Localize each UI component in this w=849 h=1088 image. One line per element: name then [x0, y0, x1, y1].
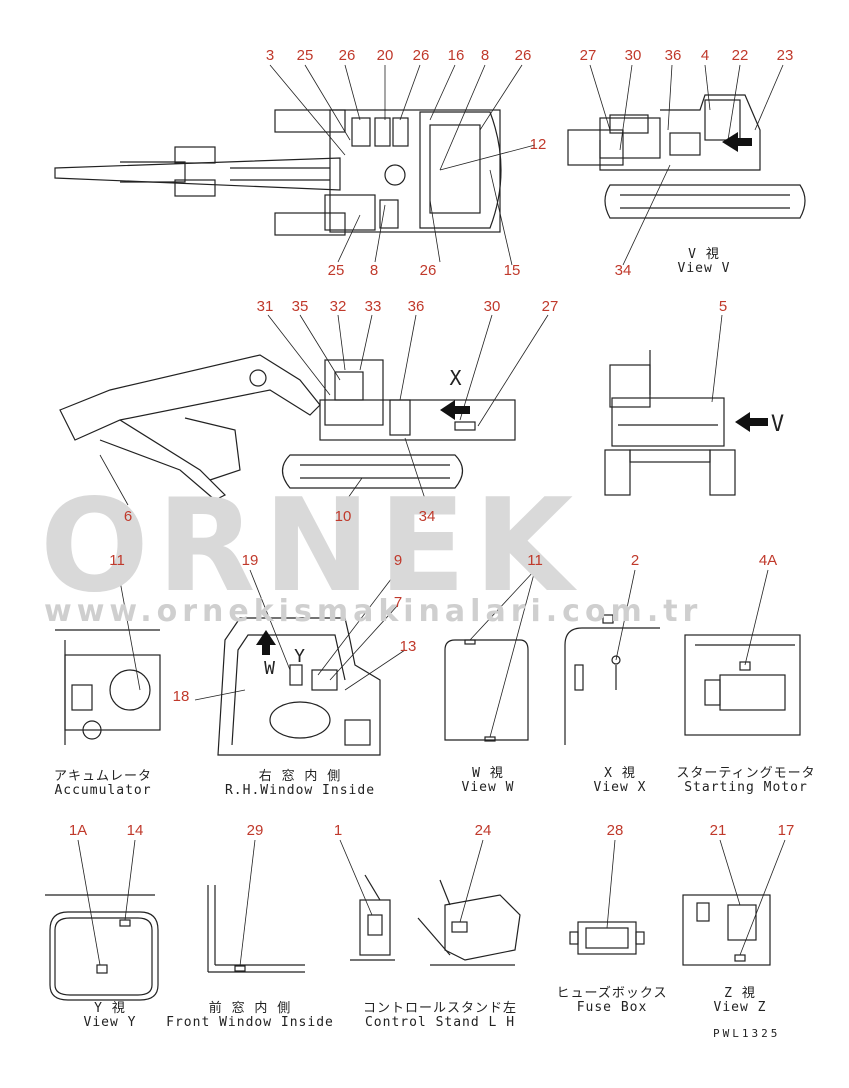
- caption-rh-window-en: R.H.Window Inside: [224, 783, 376, 798]
- callout-23: 23: [776, 47, 794, 64]
- callout-4: 4: [700, 47, 710, 64]
- caption-view-w-en: View W: [461, 780, 515, 795]
- view-z-drawing: [682, 894, 771, 966]
- callout-36: 36: [664, 47, 682, 64]
- caption-view-y-en: View Y: [83, 1015, 137, 1030]
- callout-27: 27: [579, 47, 597, 64]
- callout-28: 28: [606, 822, 624, 839]
- drawing-code: PWL1325: [713, 1027, 781, 1040]
- view-w-drawing: [444, 639, 529, 742]
- caption-view-w-jp: W 視: [472, 766, 504, 781]
- callout-34: 34: [614, 262, 632, 279]
- callout-35: 35: [291, 298, 309, 315]
- callout-13: 13: [399, 638, 417, 655]
- caption-view-v-en: View V: [677, 261, 731, 276]
- callout-7: 7: [393, 594, 403, 611]
- callout-10: 10: [334, 508, 352, 525]
- control-stand-drawing: [350, 874, 395, 961]
- view-x-drawing: [564, 614, 660, 745]
- callout-33: 33: [364, 298, 382, 315]
- side-view-drawing: [59, 354, 516, 501]
- caption-view-x-jp: X 視: [604, 766, 636, 781]
- callout-11: 11: [109, 552, 125, 569]
- callout-11: 11: [527, 552, 543, 569]
- caption-view-y-jp: Y 視: [94, 1001, 126, 1016]
- callout-2: 2: [630, 552, 640, 569]
- front-view-drawing: [604, 350, 736, 496]
- caption-front-window-en: Front Window Inside: [166, 1015, 334, 1030]
- mark-v: V: [770, 412, 786, 437]
- callout-26: 26: [412, 47, 430, 64]
- callout-1: 1: [333, 822, 343, 839]
- callout-9: 9: [393, 552, 403, 569]
- accumulator-drawing: [55, 629, 161, 745]
- front-window-drawing: [207, 885, 305, 973]
- callout-30: 30: [483, 298, 501, 315]
- callout-30: 30: [624, 47, 642, 64]
- callout-32: 32: [329, 298, 347, 315]
- mark-y: Y: [294, 646, 306, 667]
- callout-26: 26: [419, 262, 437, 279]
- caption-accumulator-en: Accumulator: [54, 783, 152, 798]
- callout-8: 8: [369, 262, 379, 279]
- callout-21: 21: [709, 822, 727, 839]
- callout-3: 3: [265, 47, 275, 64]
- caption-front-window-jp: 前 窓 内 側: [208, 1001, 292, 1016]
- callout-14: 14: [126, 822, 144, 839]
- callout-12: 12: [529, 136, 547, 153]
- callout-20: 20: [376, 47, 394, 64]
- view-y-drawing: [45, 894, 159, 1001]
- callout-34: 34: [418, 508, 436, 525]
- callout-22: 22: [731, 47, 749, 64]
- watermark-brand: ORNEK: [40, 472, 582, 621]
- caption-control-stand-en: Control Stand L H: [364, 1015, 516, 1030]
- view-v-drawing: [567, 94, 806, 219]
- callout-36: 36: [407, 298, 425, 315]
- callout-8: 8: [480, 47, 490, 64]
- caption-starting-motor-en: Starting Motor: [684, 780, 808, 795]
- control-stand-lh-drawing: [417, 879, 521, 966]
- arrows: [256, 132, 768, 655]
- callout-24: 24: [474, 822, 492, 839]
- callout-4A: 4A: [758, 552, 778, 569]
- callout-1A: 1A: [68, 822, 88, 839]
- caption-fuse-box-jp: ヒューズボックス: [556, 986, 668, 1001]
- caption-view-v-jp: V 視: [688, 247, 720, 262]
- caption-rh-window-jp: 右 窓 内 側: [258, 769, 342, 784]
- caption-view-z-en: View Z: [713, 1000, 767, 1015]
- callout-5: 5: [718, 298, 728, 315]
- callout-26: 26: [338, 47, 356, 64]
- rh-window-drawing: [217, 617, 381, 756]
- callout-18: 18: [172, 688, 190, 705]
- caption-control-stand-jp: コントロールスタンド左: [362, 1001, 518, 1016]
- callout-6: 6: [123, 508, 133, 525]
- callout-25: 25: [296, 47, 314, 64]
- mark-x: X: [449, 366, 463, 390]
- callout-16: 16: [447, 47, 465, 64]
- caption-starting-motor-jp: スターティングモータ: [676, 766, 816, 781]
- caption-fuse-box-en: Fuse Box: [576, 1000, 648, 1015]
- callout-27: 27: [541, 298, 559, 315]
- caption-view-z-jp: Z 視: [724, 986, 756, 1001]
- callout-17: 17: [777, 822, 795, 839]
- callout-15: 15: [503, 262, 521, 279]
- watermark-url: www.ornekismakinalari.com.tr: [44, 594, 703, 629]
- callout-29: 29: [246, 822, 264, 839]
- callout-25: 25: [327, 262, 345, 279]
- callout-26: 26: [514, 47, 532, 64]
- starting-motor-drawing: [684, 634, 801, 736]
- mark-w: W: [264, 658, 276, 679]
- caption-accumulator-jp: アキュムレータ: [53, 769, 153, 784]
- top-view-drawing: [54, 109, 502, 236]
- callout-31: 31: [256, 298, 274, 315]
- caption-view-x-en: View X: [593, 780, 647, 795]
- callout-19: 19: [241, 552, 259, 569]
